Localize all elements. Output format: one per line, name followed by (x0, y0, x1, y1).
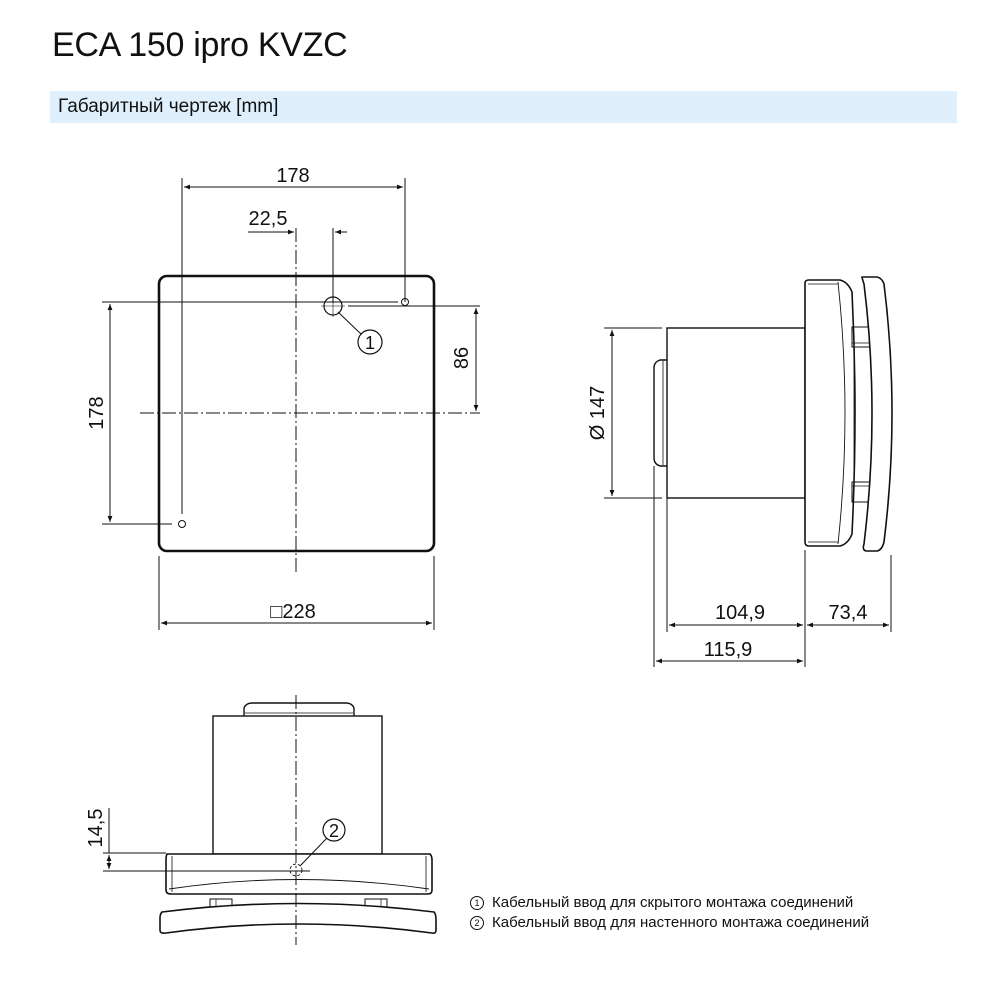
legend-text-1: Кабельный ввод для скрытого монтажа соед… (492, 894, 854, 911)
legend-number-1: 1 (470, 896, 484, 910)
dim-front-height: 178 (86, 396, 108, 429)
callout-1: 1 (365, 333, 375, 353)
dim-front-offset: 22,5 (249, 208, 288, 230)
dim-cover-depth: 73,4 (829, 602, 868, 624)
legend-number-2: 2 (470, 916, 484, 930)
dim-front-width: 178 (276, 165, 309, 187)
dim-diameter: Ø 147 (587, 386, 609, 440)
legend-text-2: Кабельный ввод для настенного монтажа со… (492, 914, 870, 931)
legend-item-1: 1 Кабельный ввод для скрытого монтажа со… (470, 893, 869, 913)
page-title: ECA 150 ipro KVZC (52, 26, 348, 64)
front-view (102, 178, 480, 630)
section-header-bar: Габаритный чертеж [mm] (50, 91, 957, 123)
dim-front-hole-offset: 86 (451, 347, 473, 369)
side-view (604, 276, 893, 667)
dim-front-square: □228 (270, 601, 315, 623)
legend-item-2: 2 Кабельный ввод для настенного монтажа … (470, 913, 869, 933)
dim-cable-entry-offset: 14,5 (85, 809, 107, 848)
top-view (103, 695, 437, 945)
dim-total-depth: 115,9 (704, 639, 753, 661)
dim-body-depth: 104,9 (715, 602, 765, 624)
legend: 1 Кабельный ввод для скрытого монтажа со… (470, 893, 869, 933)
callout-2: 2 (329, 821, 339, 841)
section-header-text: Габаритный чертеж [mm] (58, 96, 279, 117)
